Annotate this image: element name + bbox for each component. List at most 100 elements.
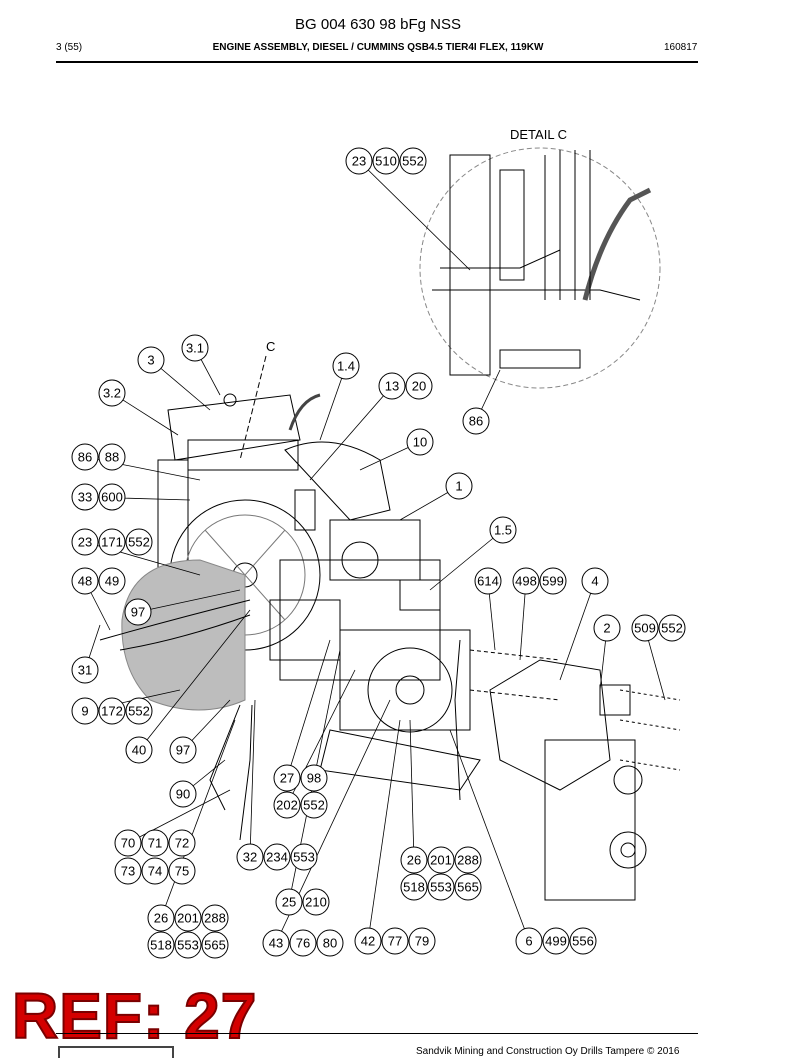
hoses <box>99 599 461 841</box>
callout-circle <box>174 931 202 959</box>
callout-circle <box>98 697 126 725</box>
callout-number: 553 <box>177 938 199 953</box>
gearbox-assembly <box>469 649 681 901</box>
callout-circle <box>98 443 126 471</box>
leader-line <box>309 385 393 481</box>
callout-number: 86 <box>78 450 92 465</box>
callout-number: 172 <box>101 704 123 719</box>
callout-circle <box>169 780 197 808</box>
callout-circle <box>71 483 99 511</box>
callout-circle <box>378 372 406 400</box>
callout-number: 552 <box>303 798 325 813</box>
callout-number: 97 <box>176 743 190 758</box>
document-date: 160817 <box>664 42 698 53</box>
callout-number: 40 <box>132 743 146 758</box>
callout-number: 33 <box>78 490 92 505</box>
leader-line <box>409 719 415 861</box>
footer-rule <box>56 1033 698 1034</box>
callout-circle <box>273 764 301 792</box>
callout-circle <box>273 791 301 819</box>
leader-line <box>137 589 241 613</box>
callout-number: 1.5 <box>494 523 512 538</box>
engine-block <box>269 393 481 791</box>
callout-number: 31 <box>78 663 92 678</box>
callout-circle <box>201 904 229 932</box>
callout-circle <box>300 791 328 819</box>
leader-line <box>286 639 331 779</box>
callout-number: 234 <box>266 850 288 865</box>
callout-number: 49 <box>105 574 119 589</box>
callout-circle <box>98 567 126 595</box>
callout-number: 556 <box>572 934 594 949</box>
ref-stamp: REF: 27 <box>11 980 258 1052</box>
leader-line <box>138 609 251 751</box>
callout-number: 23 <box>78 535 92 550</box>
callout-number: 25 <box>282 895 296 910</box>
callout-circle <box>372 147 400 175</box>
assembly-title: ENGINE ASSEMBLY, DIESEL / CUMMINS QSB4.5… <box>212 42 544 53</box>
callout-circle <box>300 764 328 792</box>
callout-number: 26 <box>407 853 421 868</box>
callout-number: 43 <box>269 936 283 951</box>
callout-number: 553 <box>430 880 452 895</box>
callout-circle <box>427 846 455 874</box>
callout-circle <box>71 697 99 725</box>
callout-circle <box>474 567 502 595</box>
callout-number: 70 <box>121 836 135 851</box>
callout-circle <box>168 857 196 885</box>
callout-circle <box>174 904 202 932</box>
detail-c-view <box>419 147 661 389</box>
callout-circle <box>114 829 142 857</box>
callout-circle <box>462 407 490 435</box>
callout-number: 3 <box>147 353 154 368</box>
callout-circle <box>125 736 153 764</box>
callout-circle <box>302 888 330 916</box>
callout-number: 20 <box>412 379 426 394</box>
callout-circle <box>263 843 291 871</box>
copyright-footer: Sandvik Mining and Construction Oy Drill… <box>416 1046 680 1057</box>
callout-number: 210 <box>305 895 327 910</box>
callout-number: 201 <box>177 911 199 926</box>
callout-circle <box>400 873 428 901</box>
leader-lines <box>84 160 666 944</box>
callout-number: 26 <box>154 911 168 926</box>
callout-number: 3.2 <box>103 386 121 401</box>
callout-circle <box>316 929 344 957</box>
callout-circle <box>181 334 209 362</box>
callout-circle <box>332 352 360 380</box>
callout-number: 565 <box>204 938 226 953</box>
callout-circle <box>71 528 99 556</box>
callout-circle <box>354 927 382 955</box>
callout-circle <box>141 857 169 885</box>
callout-number: 23 <box>352 154 366 169</box>
callout-number: 518 <box>403 880 425 895</box>
callout-circle <box>169 736 197 764</box>
callout-circle <box>539 567 567 595</box>
leader-line <box>358 160 471 271</box>
callout-number: 4 <box>591 574 598 589</box>
page-number: 3 (55) <box>56 42 83 53</box>
leader-line <box>429 529 504 591</box>
callout-number: 80 <box>323 936 337 951</box>
callout-number: 6 <box>525 934 532 949</box>
callout-number: 565 <box>457 880 479 895</box>
detail-c-label: DETAIL C <box>510 127 567 142</box>
callout-number: 13 <box>385 379 399 394</box>
callout-circle <box>569 927 597 955</box>
leader-line <box>367 719 401 942</box>
callout-number: 74 <box>148 864 162 879</box>
callout-circle <box>445 472 473 500</box>
callout-circle <box>168 829 196 857</box>
callout-circle <box>236 843 264 871</box>
callout-circle <box>201 931 229 959</box>
callout-circle <box>71 656 99 684</box>
callout-circle <box>512 567 540 595</box>
leader-line <box>160 719 236 919</box>
callout-number: 77 <box>388 934 402 949</box>
callout-circle <box>114 857 142 885</box>
callout-circle <box>542 927 570 955</box>
callout-number: 88 <box>105 450 119 465</box>
callout-number: 552 <box>661 621 683 636</box>
